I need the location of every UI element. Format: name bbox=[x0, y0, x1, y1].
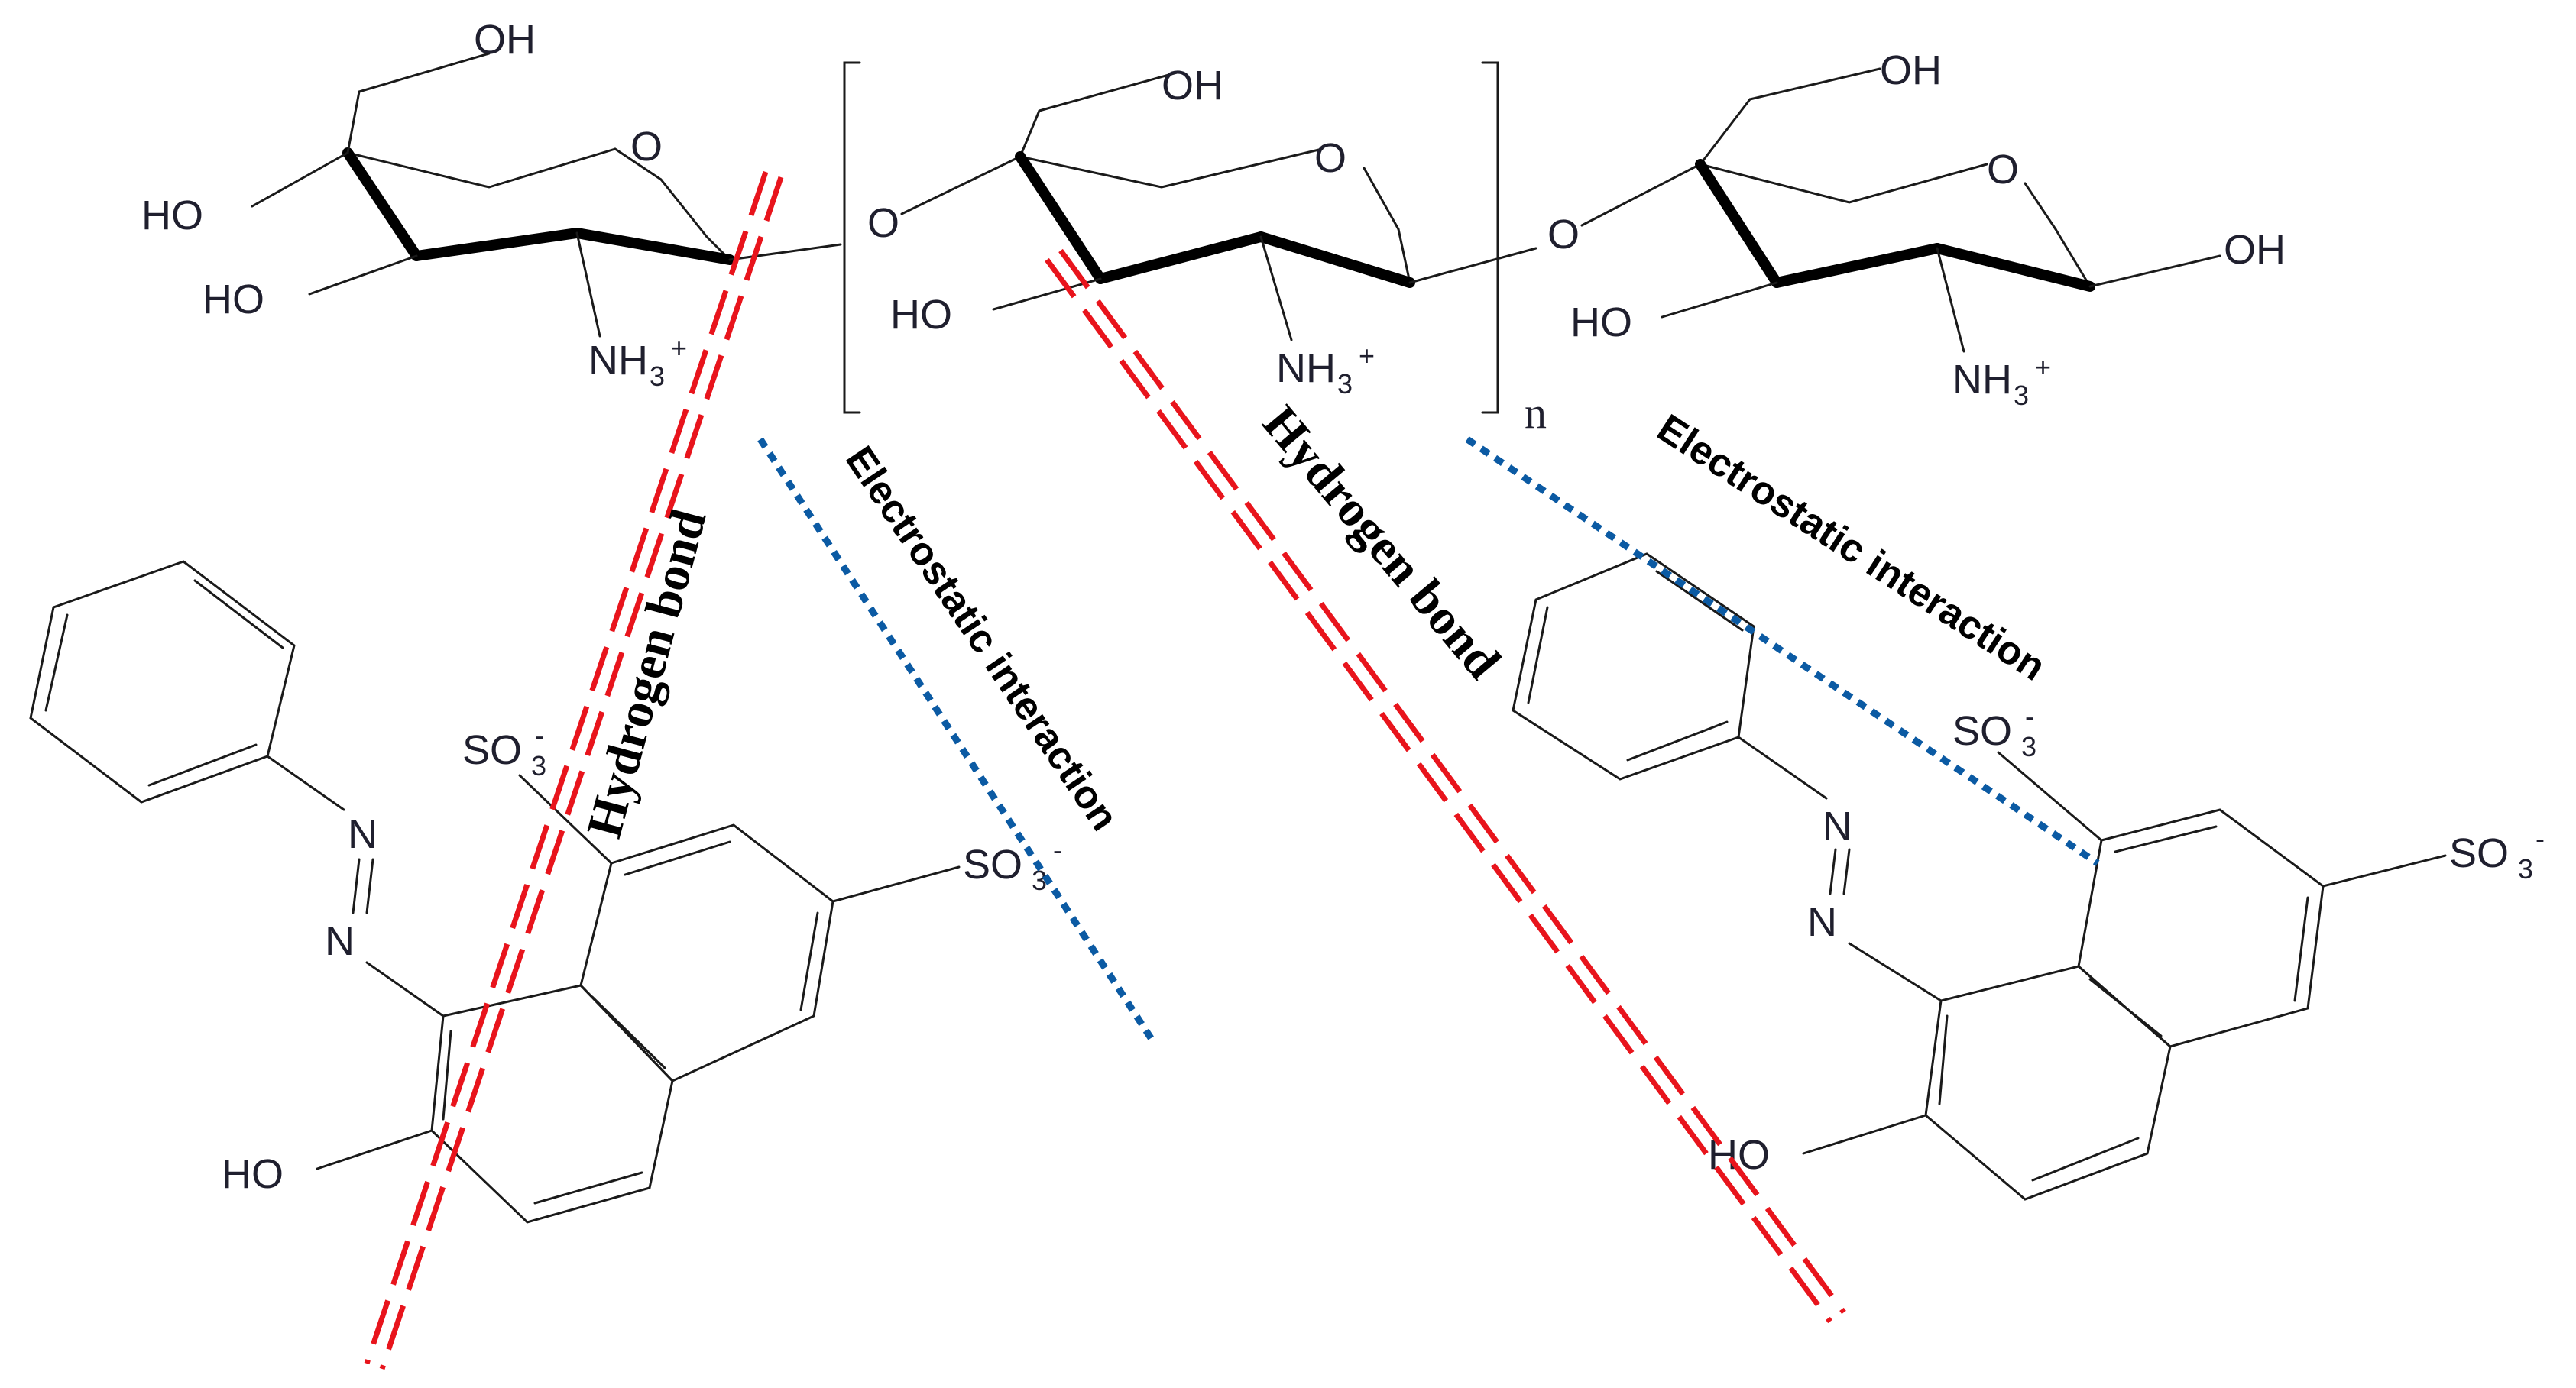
atom-label: OH bbox=[1162, 63, 1223, 108]
atom-label: NH bbox=[1952, 357, 2012, 403]
naphthalene-ring bbox=[430, 823, 834, 1224]
atom-subscript: 3 bbox=[531, 750, 546, 781]
ammonium-group: NH 3 + bbox=[588, 332, 687, 392]
electrostatic-label-right: Electrostatic interaction bbox=[1649, 406, 2053, 689]
atom-superscript: + bbox=[1359, 340, 1375, 371]
atom-superscript: - bbox=[2025, 700, 2034, 732]
atom-superscript: + bbox=[671, 332, 687, 364]
azo-dye-molecule-right: N N HO SO 3 - SO 3 - bbox=[1512, 552, 2545, 1201]
atom-label: O bbox=[1987, 147, 2019, 193]
sulfonate-group: SO 3 - bbox=[462, 720, 546, 781]
atom-label: SO bbox=[1952, 708, 2012, 754]
glucosamine-unit-left: O OH HO HO NH 3 + bbox=[141, 17, 842, 392]
sulfonate-group: SO 3 - bbox=[2449, 823, 2545, 885]
atom-subscript: 3 bbox=[2014, 380, 2029, 411]
atom-label: SO bbox=[462, 727, 522, 773]
atom-subscript: 3 bbox=[650, 361, 665, 392]
electrostatic-line-right bbox=[1465, 436, 2100, 866]
atom-label: HO bbox=[222, 1151, 284, 1197]
atom-label: SO bbox=[2449, 830, 2509, 876]
ammonium-group: NH 3 + bbox=[1952, 351, 2051, 411]
atom-label: N bbox=[1823, 804, 1852, 849]
glucosamine-unit-right: O OH OH HO NH 3 + bbox=[1570, 47, 2286, 411]
azo-dye-molecule-left: N N HO SO 3 - SO 3 - bbox=[29, 560, 1062, 1224]
atom-label: OH bbox=[474, 17, 536, 63]
atom-label: O bbox=[1547, 212, 1580, 257]
atom-label: OH bbox=[1880, 47, 1942, 93]
repeat-index: n bbox=[1525, 388, 1547, 438]
phenyl-ring bbox=[29, 560, 296, 804]
atom-label: O bbox=[1314, 135, 1346, 181]
atom-label: N bbox=[325, 918, 355, 964]
phenyl-ring bbox=[1512, 552, 1755, 781]
electrostatic-line-left bbox=[757, 437, 1157, 1045]
atom-label: OH bbox=[2224, 227, 2286, 273]
atom-subscript: 3 bbox=[2021, 731, 2036, 762]
atom-superscript: - bbox=[2535, 823, 2545, 854]
atom-label: SO bbox=[963, 842, 1022, 888]
atom-label: NH bbox=[1276, 345, 1336, 391]
atom-subscript: 3 bbox=[2518, 853, 2533, 885]
atom-label: N bbox=[348, 811, 377, 857]
atom-label: HO bbox=[203, 277, 264, 322]
naphthalene-ring bbox=[1924, 808, 2325, 1201]
atom-subscript: 3 bbox=[1337, 368, 1353, 400]
sulfonate-group: SO 3 - bbox=[1952, 700, 2036, 762]
atom-label: O bbox=[867, 200, 899, 246]
atom-subscript: 3 bbox=[1032, 865, 1047, 896]
atom-superscript: - bbox=[535, 720, 544, 751]
sulfonate-group: SO 3 - bbox=[963, 834, 1062, 896]
glucosamine-unit-middle: O OH HO NH 3 + bbox=[890, 63, 1537, 400]
atom-label: HO bbox=[1570, 299, 1632, 345]
hydrogen-bond-line-left bbox=[364, 170, 784, 1370]
chitosan-chain: O OH HO HO NH 3 + O n bbox=[141, 17, 2286, 438]
atom-label: NH bbox=[588, 338, 648, 383]
atom-label: N bbox=[1807, 899, 1837, 945]
repeat-bracket-left bbox=[843, 61, 861, 414]
ammonium-group: NH 3 + bbox=[1276, 340, 1375, 400]
atom-superscript: + bbox=[2035, 351, 2051, 383]
atom-label: HO bbox=[890, 292, 952, 338]
atom-label: HO bbox=[141, 193, 203, 238]
repeat-bracket-right bbox=[1481, 61, 1499, 414]
hydrogen-bond-line-right bbox=[1045, 248, 1846, 1324]
atom-label: O bbox=[630, 124, 663, 170]
atom-superscript: - bbox=[1053, 834, 1062, 865]
